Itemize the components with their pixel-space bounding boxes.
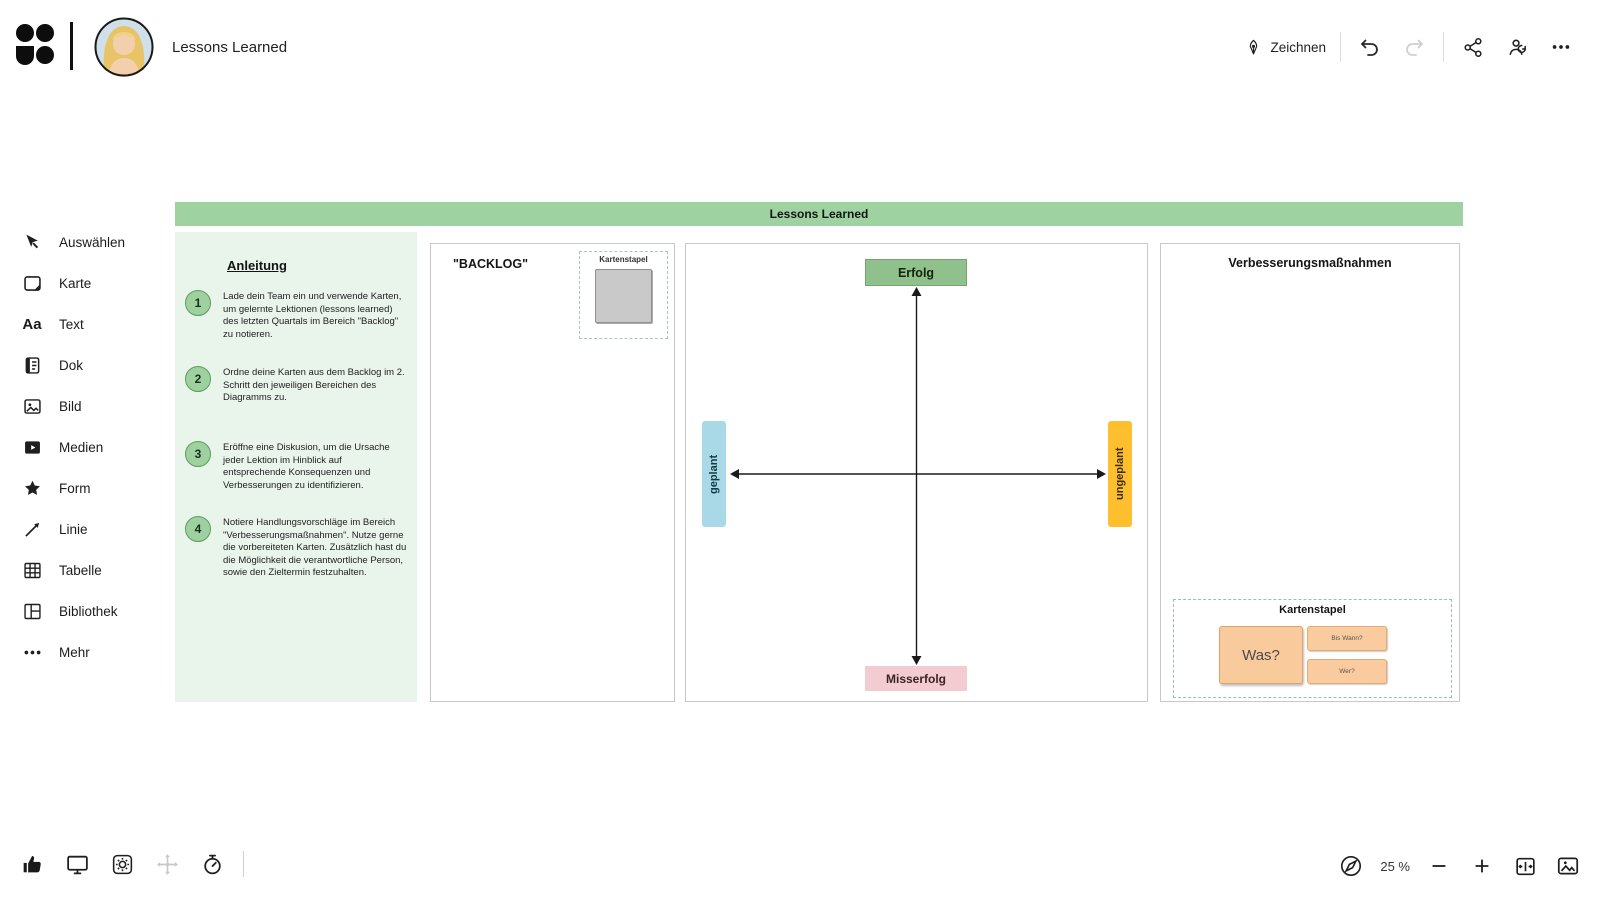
board-title[interactable]: Lessons Learned xyxy=(172,39,288,56)
undo-button[interactable] xyxy=(1355,32,1385,62)
sidebar-item-karte[interactable]: Karte xyxy=(20,271,125,295)
instructions-panel: Anleitung 1 Lade dein Team ein und verwe… xyxy=(175,232,417,702)
matrix-label-geplant[interactable]: geplant xyxy=(702,421,726,527)
draw-tool-button[interactable]: Zeichnen xyxy=(1244,38,1326,57)
sidebar-item-linie[interactable]: Linie xyxy=(20,517,125,541)
sidebar-item-auswaehlen[interactable]: Auswählen xyxy=(20,230,125,254)
bottom-toolbar-right: 25 % xyxy=(1337,852,1582,880)
line-icon xyxy=(20,517,44,541)
move-tool-button[interactable] xyxy=(153,850,181,878)
text-icon: Aa xyxy=(22,315,42,333)
matrix-axes xyxy=(730,287,1106,665)
settings-gear-button[interactable] xyxy=(108,850,136,878)
draw-tool-label: Zeichnen xyxy=(1270,39,1326,55)
backlog-card-stack-area: Kartenstapel xyxy=(579,251,668,339)
matrix-label-misserfolg[interactable]: Misserfolg xyxy=(865,666,967,691)
more-menu-button[interactable] xyxy=(1546,32,1576,62)
step-text: Eröffne eine Diskusion, um die Ursache j… xyxy=(223,442,390,491)
more-dots-icon xyxy=(20,640,44,664)
share-button[interactable] xyxy=(1458,32,1488,62)
step-number-badge: 2 xyxy=(185,366,211,392)
matrix-label-erfolg[interactable]: Erfolg xyxy=(865,259,967,286)
sidebar-item-label: Text xyxy=(59,316,84,332)
sidebar-item-label: Auswählen xyxy=(59,234,126,250)
card-icon xyxy=(20,271,44,295)
tool-sidebar: Auswählen Karte Aa Text Dok xyxy=(20,230,125,664)
pen-icon xyxy=(1244,38,1263,57)
compass-button[interactable] xyxy=(1337,852,1365,880)
app-logo-icon[interactable] xyxy=(14,22,56,70)
sidebar-item-label: Dok xyxy=(59,357,84,373)
bottom-toolbar-left xyxy=(18,850,244,878)
logo-divider xyxy=(70,22,73,70)
screen-share-button[interactable] xyxy=(63,850,91,878)
card-stack-label: Kartenstapel xyxy=(1279,604,1346,616)
step-text: Ordne deine Karten aus dem Backlog im 2.… xyxy=(223,367,405,404)
step-text: Notiere Handlungsvorschläge im Bereich "… xyxy=(223,517,407,579)
improvements-title: Verbesserungsmaßnahmen xyxy=(1228,256,1392,270)
toolbar-separator xyxy=(1340,32,1341,62)
card-stack[interactable] xyxy=(595,269,652,323)
topbar: Lessons Learned Zeichnen xyxy=(0,0,1600,95)
bottom-toolbar-separator xyxy=(243,851,244,877)
sidebar-item-label: Karte xyxy=(59,275,92,291)
improvements-panel: Verbesserungsmaßnahmen Kartenstapel Was?… xyxy=(1160,243,1460,702)
star-icon xyxy=(20,476,44,500)
select-cursor-icon xyxy=(20,230,44,254)
improvements-card-stack-area: Kartenstapel Was? Bis Wann? Wer? xyxy=(1173,599,1452,698)
instruction-step: 4 Notiere Handlungsvorschläge im Bereich… xyxy=(185,516,407,580)
redo-button[interactable] xyxy=(1399,32,1429,62)
image-icon xyxy=(20,394,44,418)
fit-to-screen-button[interactable] xyxy=(1511,852,1539,880)
sidebar-item-text[interactable]: Aa Text xyxy=(20,312,125,336)
instruction-step: 2 Ordne deine Karten aus dem Backlog im … xyxy=(185,366,407,405)
sidebar-item-label: Mehr xyxy=(59,644,90,660)
sidebar-item-form[interactable]: Form xyxy=(20,476,125,500)
library-icon xyxy=(20,599,44,623)
sidebar-item-label: Linie xyxy=(59,521,88,537)
step-text: Lade dein Team ein und verwende Karten, … xyxy=(223,291,402,340)
presenter-button[interactable] xyxy=(1502,32,1532,62)
zoom-in-button[interactable] xyxy=(1468,852,1496,880)
sidebar-item-label: Bild xyxy=(59,398,82,414)
sidebar-item-label: Bibliothek xyxy=(59,603,118,619)
sidebar-item-dok[interactable]: Dok xyxy=(20,353,125,377)
card-stack-label: Kartenstapel xyxy=(599,255,648,264)
doc-icon xyxy=(20,353,44,377)
user-avatar[interactable] xyxy=(94,17,154,77)
backlog-panel: "BACKLOG" Kartenstapel xyxy=(430,243,675,702)
minimap-button[interactable] xyxy=(1554,852,1582,880)
matrix-label-ungeplant[interactable]: ungeplant xyxy=(1108,421,1132,527)
card-wer[interactable]: Wer? xyxy=(1307,659,1387,684)
sidebar-item-bibliothek[interactable]: Bibliothek xyxy=(20,599,125,623)
zoom-level[interactable]: 25 % xyxy=(1380,858,1410,874)
sidebar-item-tabelle[interactable]: Tabelle xyxy=(20,558,125,582)
instruction-step: 1 Lade dein Team ein und verwende Karten… xyxy=(185,290,407,341)
sidebar-item-label: Medien xyxy=(59,439,104,455)
sidebar-item-medien[interactable]: Medien xyxy=(20,435,125,459)
sidebar-item-mehr[interactable]: Mehr xyxy=(20,640,125,664)
sidebar-item-label: Form xyxy=(59,480,91,496)
sidebar-item-label: Tabelle xyxy=(59,562,102,578)
backlog-title: "BACKLOG" xyxy=(453,257,529,271)
sidebar-item-bild[interactable]: Bild xyxy=(20,394,125,418)
timer-button[interactable] xyxy=(198,850,226,878)
media-icon xyxy=(20,435,44,459)
zoom-out-button[interactable] xyxy=(1425,852,1453,880)
step-number-badge: 4 xyxy=(185,516,211,542)
table-icon xyxy=(20,558,44,582)
instruction-step: 3 Eröffne eine Diskusion, um die Ursache… xyxy=(185,441,407,492)
instructions-title: Anleitung xyxy=(227,258,287,273)
step-number-badge: 1 xyxy=(185,290,211,316)
matrix-panel: Erfolg Misserfolg geplant ungeplant xyxy=(685,243,1148,702)
reactions-thumbsup-button[interactable] xyxy=(18,850,46,878)
step-number-badge: 3 xyxy=(185,441,211,467)
card-was[interactable]: Was? xyxy=(1219,626,1303,684)
toolbar-separator xyxy=(1443,32,1444,62)
card-bis-wann[interactable]: Bis Wann? xyxy=(1307,626,1387,651)
board-header-bar[interactable]: Lessons Learned xyxy=(175,202,1463,226)
